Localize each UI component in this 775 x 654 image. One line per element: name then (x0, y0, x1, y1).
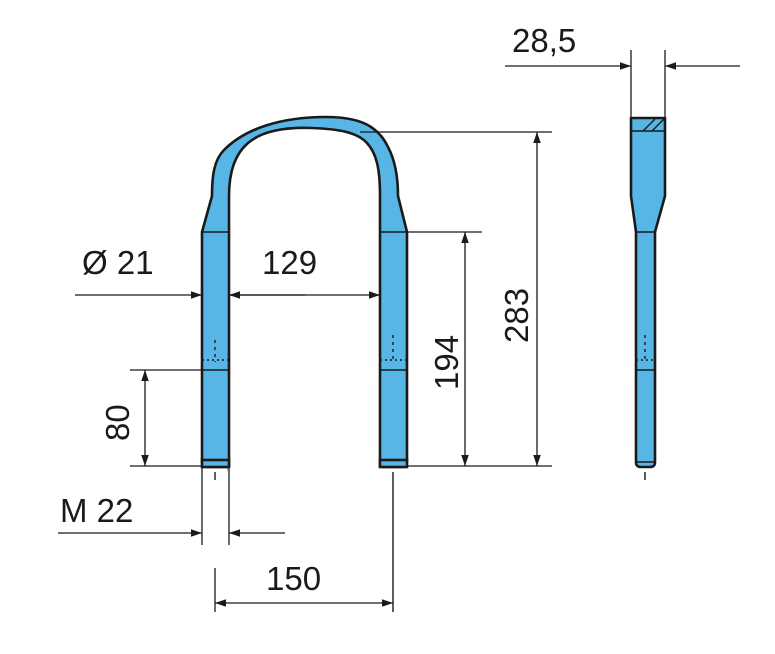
right-leg-end (378, 458, 409, 469)
diameter-label: Ø 21 (82, 244, 154, 281)
dimension-diameter-and-inner-width: Ø 21 129 (75, 244, 380, 299)
dim-label: 150 (266, 560, 321, 597)
left-leg-end (200, 458, 231, 469)
dim-label: 80 (99, 404, 136, 441)
dimension-thread-length: 80 (99, 369, 202, 467)
u-bolt-side-view (629, 116, 667, 480)
side-hatch-1 (642, 118, 656, 132)
dimension-thread-size: M 22 (58, 467, 285, 545)
dim-label: 28,5 (512, 22, 576, 59)
side-hatch-2 (651, 118, 665, 132)
side-view-body (629, 116, 667, 469)
dimension-total-height: 283 (360, 131, 552, 467)
dim-label: 283 (498, 288, 535, 343)
dim-label: 194 (428, 335, 465, 390)
dim-label: M 22 (60, 492, 133, 529)
inner-width-label: 129 (262, 244, 317, 281)
dimension-thread-width: 28,5 (505, 22, 740, 118)
u-bolt-inner-opening (227, 126, 382, 472)
dimension-leg-height: 194 (407, 231, 482, 466)
dimension-center-distance: 150 (214, 560, 393, 612)
u-bolt-gap-mask (228, 467, 382, 475)
u-bolt-front-view (200, 115, 409, 475)
